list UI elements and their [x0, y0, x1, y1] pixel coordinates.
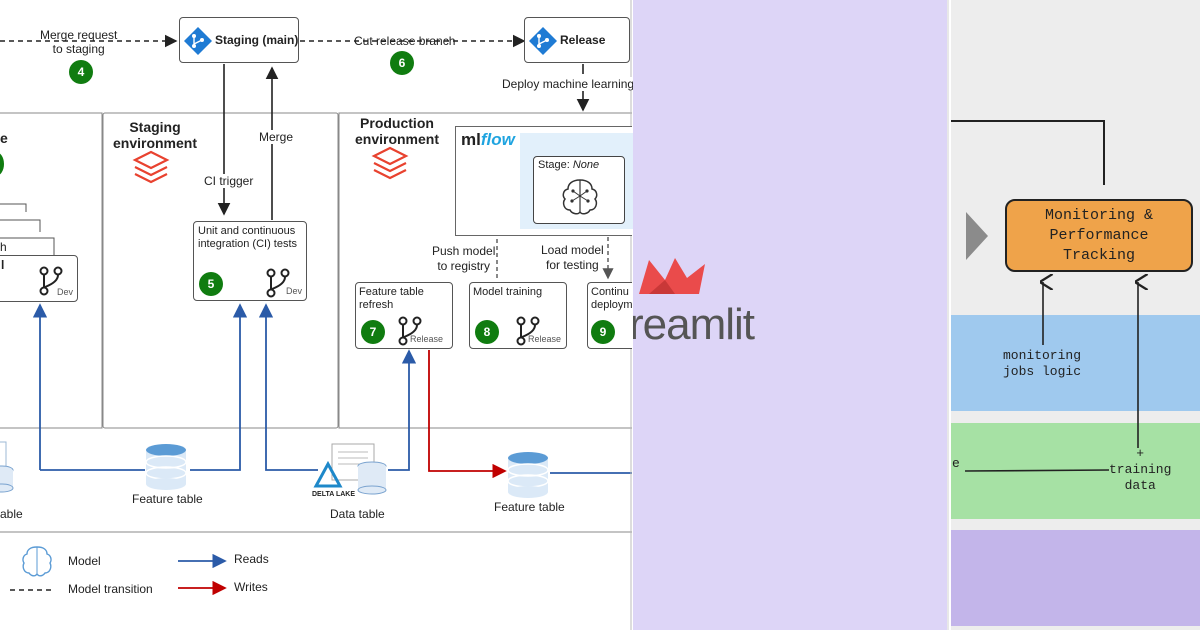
ci-tests-label: Unit and continuous integration (CI) tes… — [198, 225, 298, 250]
staging-main-node: Staging (main) — [179, 17, 299, 63]
branch-icon — [516, 316, 540, 346]
deploy-ml-label: Deploy machine learning — [502, 77, 635, 91]
training-data-label: + training data — [1109, 446, 1172, 493]
databricks-icon — [371, 146, 409, 180]
streamlit-crown-icon — [639, 258, 705, 294]
monitoring-arrows — [964, 0, 1200, 472]
git-branch-icon — [184, 27, 212, 55]
release-tag-refresh: Release — [410, 334, 444, 344]
feature-refresh-card: Feature table refresh 7 Release — [355, 282, 453, 349]
streamlit-wordmark: reamlit — [633, 300, 755, 349]
model-training-label: Model training — [473, 286, 543, 298]
step-4-badge: 4 — [69, 60, 93, 84]
feature-table-db-icon — [507, 452, 549, 498]
staging-main-label: Staging (main) — [215, 33, 299, 47]
monitoring-box: Monitoring & Performance Tracking — [1005, 199, 1193, 272]
monitoring-connectors — [951, 120, 1105, 260]
dev-step-badge-fragment — [0, 152, 4, 176]
step-6-badge: 6 — [390, 51, 414, 75]
delta-lake-label: DELTA LAKE — [312, 491, 356, 498]
step-5-badge: 5 — [199, 272, 223, 296]
dev-env-fragment: e — [0, 130, 8, 146]
model-brain-icon — [22, 546, 52, 577]
databricks-icon — [132, 150, 170, 184]
data-table-label: Data table — [330, 507, 385, 521]
mlflow-registry: mlflow Stage: None — [455, 126, 633, 236]
ci-tests-card: Unit and continuous integration (CI) tes… — [193, 221, 307, 301]
feature-refresh-label: Feature table refresh — [359, 286, 424, 311]
feature-table-label-1: Feature table — [132, 492, 203, 506]
ci-dev-tag: Dev — [286, 286, 303, 296]
streamlit-panel: reamlit — [633, 0, 949, 630]
production-env-title: Production environment — [354, 115, 439, 147]
feature-table-label-2: Feature table — [494, 500, 565, 514]
cut-release-label: Cut release branch — [354, 34, 456, 48]
branch-icon — [266, 268, 290, 298]
step-9-badge: 9 — [591, 320, 615, 344]
continuous-deploy-label: Continu deploym — [591, 286, 632, 311]
mlflow-ml: ml — [461, 130, 481, 149]
push-model-label: Push model to registry — [432, 244, 496, 273]
legend-reads: Reads — [234, 552, 269, 566]
legend-writes: Writes — [234, 580, 268, 594]
staging-env-title: Staging environment — [112, 119, 197, 151]
branch-icon — [398, 316, 422, 346]
left-edge-fragment: e — [952, 456, 960, 471]
ci-trigger-label: CI trigger — [204, 174, 254, 188]
release-node: Release — [524, 17, 630, 63]
step-8-badge: 8 — [475, 320, 499, 344]
table-label-fragment: able — [0, 507, 23, 521]
release-label: Release — [560, 33, 606, 47]
legend-transition: Model transition — [68, 582, 153, 596]
git-branch-icon — [529, 27, 557, 55]
stage-text: Stage: None — [538, 159, 599, 171]
monitoring-jobs-label: monitoring jobs logic — [1003, 348, 1082, 379]
continuous-deploy-card: Continu deploym 9 — [587, 282, 632, 349]
dev-card-fragment: l — [1, 258, 5, 272]
branch-icon — [39, 266, 63, 296]
mlflow-flow: flow — [480, 130, 515, 149]
mlflow-logo: mlflow — [461, 130, 515, 150]
stage-label: Stage: — [538, 159, 573, 171]
release-tag-training: Release — [528, 334, 562, 344]
dev-tag: Dev — [57, 287, 74, 297]
dev-card: l Dev — [0, 255, 78, 302]
panel-border-right — [947, 0, 949, 630]
feature-table-db-icon — [145, 444, 187, 490]
step-7-badge: 7 — [361, 320, 385, 344]
purple-band — [951, 530, 1200, 626]
stage-card: Stage: None — [533, 156, 625, 224]
model-training-card: Model training 8 Release — [469, 282, 567, 349]
load-model-label: Load model for testing — [541, 243, 604, 272]
mlops-diagram: Merge request to staging 4 Staging (main… — [0, 0, 635, 630]
monitoring-panel: Monitoring & Performance Tracking monito… — [951, 0, 1200, 630]
stage-value: None — [572, 159, 600, 171]
merge-request-label: Merge request to staging — [40, 28, 118, 56]
table-db-icon — [0, 441, 14, 493]
dev-stack-fragment: h — [0, 240, 7, 254]
monitoring-box-label: Monitoring & Performance Tracking — [1044, 206, 1154, 264]
delta-lake-data-icon — [313, 443, 387, 495]
legend-model: Model — [68, 554, 101, 568]
model-brain-icon — [562, 179, 598, 215]
monitoring-jobs-band — [951, 315, 1200, 411]
merge-label: Merge — [259, 130, 294, 144]
